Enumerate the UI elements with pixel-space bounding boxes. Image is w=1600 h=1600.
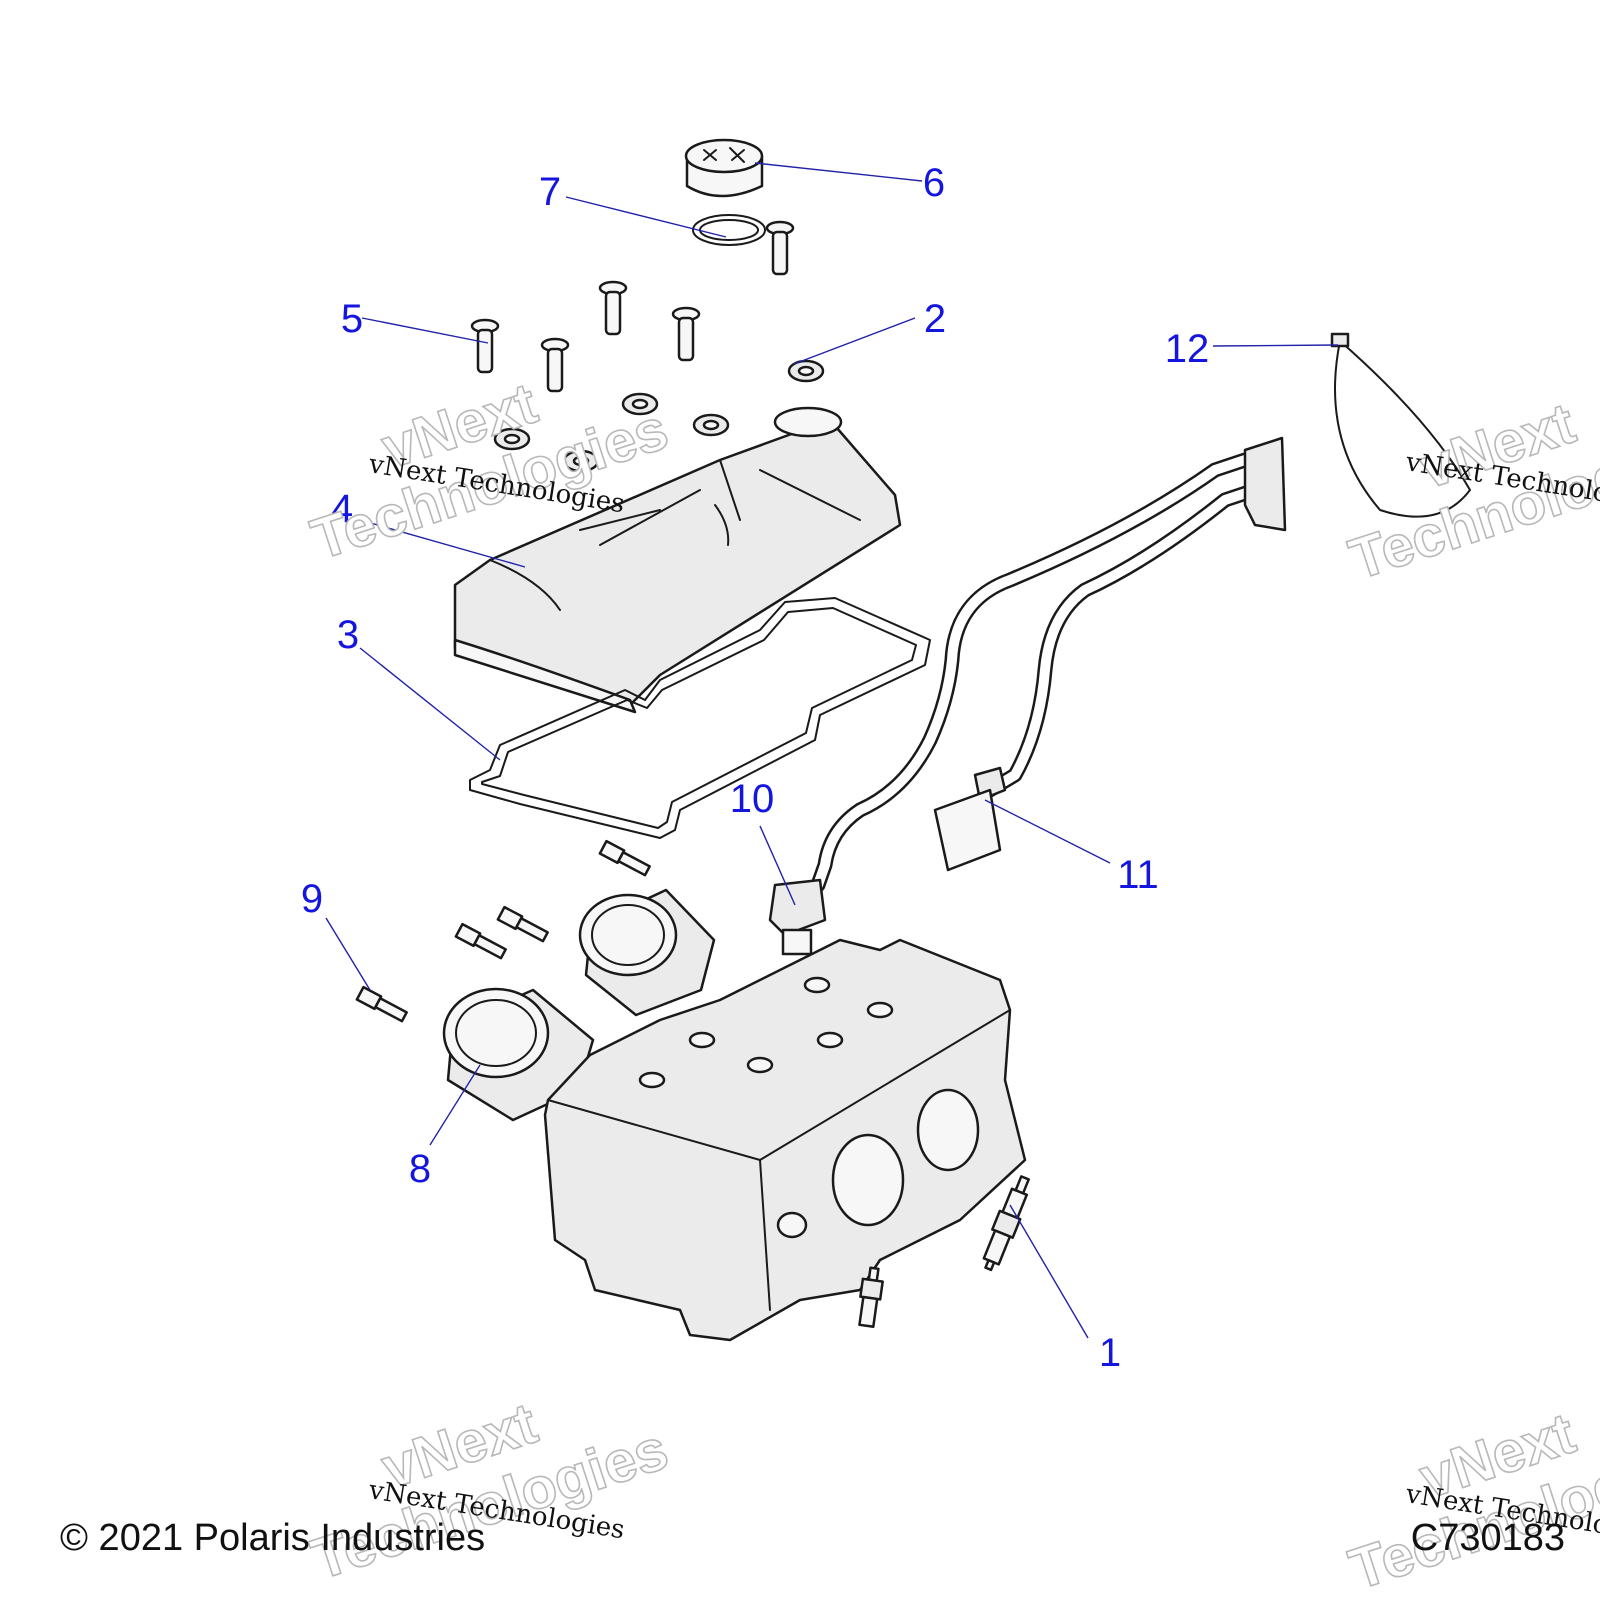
cable-tie <box>1330 332 1471 518</box>
figure-code: C730183 <box>1411 1517 1565 1559</box>
callout-9: 9 <box>301 877 323 921</box>
callout-11: 11 <box>1117 853 1159 897</box>
grommets <box>493 359 825 473</box>
breather-hose <box>768 436 1287 956</box>
callout-5: 5 <box>341 297 363 341</box>
callout-7: 7 <box>539 170 561 214</box>
callout-numbers: 1 2 3 4 5 6 7 8 9 10 11 12 <box>301 161 1209 1375</box>
intake-bolts <box>355 839 651 1023</box>
callout-1: 1 <box>1099 1331 1121 1375</box>
callout-2: 2 <box>924 297 946 341</box>
callout-3: 3 <box>337 613 359 657</box>
cylinder-head <box>543 938 1027 1342</box>
callout-10: 10 <box>730 777 775 821</box>
cam-towers <box>638 976 894 1089</box>
callout-8: 8 <box>409 1147 431 1191</box>
callout-12: 12 <box>1165 327 1210 371</box>
cover-bolts <box>470 220 795 393</box>
spark-plugs <box>858 1175 1030 1328</box>
intake-boots <box>442 888 716 1122</box>
o-ring <box>692 214 766 246</box>
valve-cover <box>453 406 902 714</box>
callout-6: 6 <box>923 161 945 205</box>
watermark-bottom-right: vNext Technologies <box>1341 1400 1600 1600</box>
line-art <box>355 138 1471 1342</box>
valve-cover-gasket <box>469 597 931 839</box>
footer: © 2021 Polaris Industries C730183 <box>60 1517 1565 1559</box>
copyright-text: © 2021 Polaris Industries <box>60 1517 485 1559</box>
leader-lines <box>325 162 1339 1339</box>
oil-filler-cap <box>684 138 764 198</box>
callout-4: 4 <box>331 487 353 531</box>
